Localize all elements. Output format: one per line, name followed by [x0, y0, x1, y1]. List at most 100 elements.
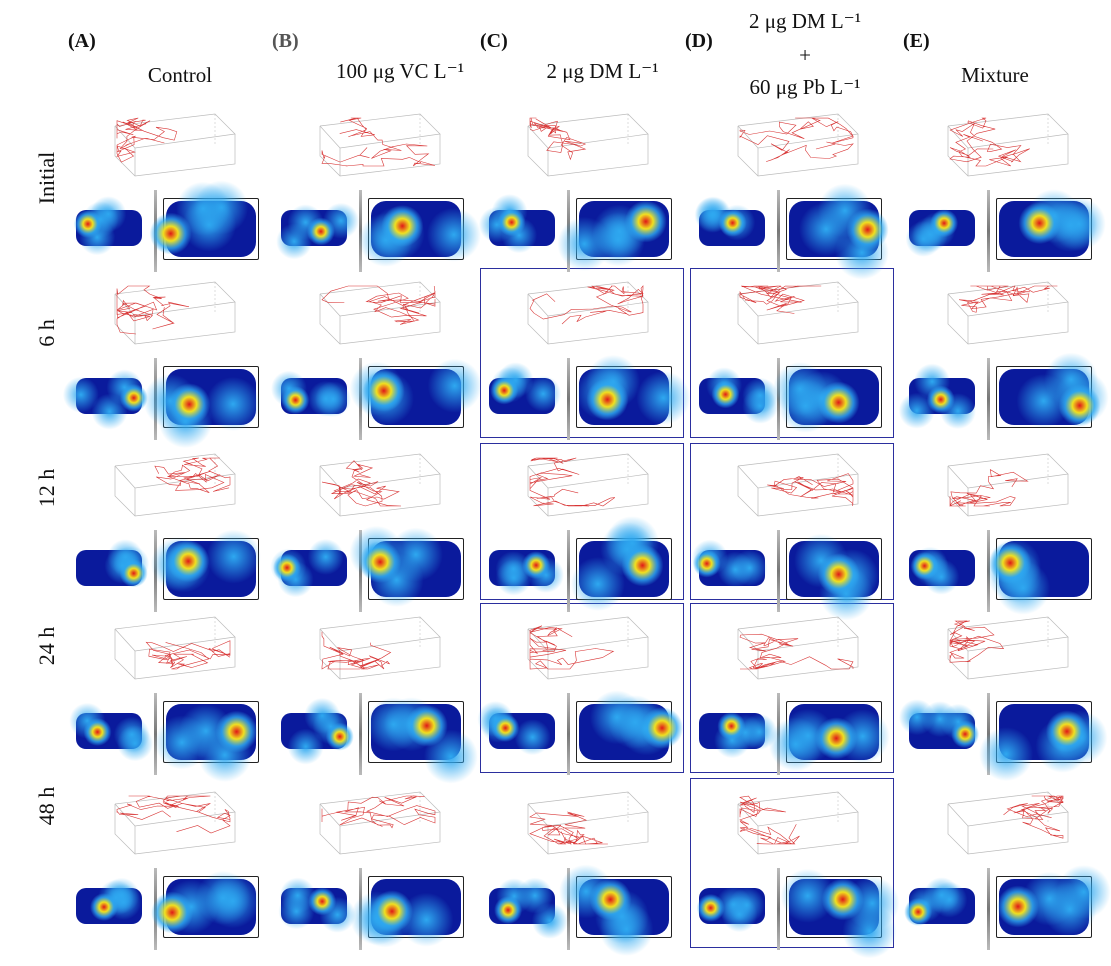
- top-view-heatmap: [358, 198, 481, 267]
- top-view-heatmap: [149, 180, 259, 260]
- top-view-heatmap: [570, 516, 672, 611]
- top-heatmap-shape: [987, 538, 1089, 615]
- axis-divider: [567, 693, 570, 775]
- top-heatmap-shape: [999, 352, 1109, 428]
- panel-dmpb-initial: [693, 100, 898, 280]
- top-heatmap-shape: [349, 525, 461, 607]
- panel-dmpb-24h: [693, 603, 898, 775]
- top-view-heatmap: [780, 868, 900, 959]
- top-heatmap-shape: [358, 201, 481, 267]
- top-heatmap-shape: [999, 189, 1106, 257]
- top-heatmap-shape: [997, 865, 1111, 937]
- top-view-heatmap: [786, 183, 889, 280]
- top-view-heatmap: [349, 358, 482, 428]
- top-heatmap-shape: [559, 864, 669, 956]
- panel-dm-24h: [477, 603, 688, 775]
- side-heatmap-shape: [699, 367, 779, 424]
- side-heatmap-shape: [478, 194, 555, 254]
- top-heatmap-shape: [570, 516, 669, 611]
- side-view-heatmap: [278, 877, 356, 936]
- trajectory-3d-plot: [319, 453, 441, 517]
- row-label-6h: 6 h: [34, 319, 59, 347]
- panel-dmpb-48h: [693, 778, 900, 959]
- side-view-heatmap: [487, 540, 564, 598]
- side-heatmap-shape: [691, 539, 768, 588]
- top-view-heatmap: [576, 354, 691, 428]
- column-title-vc: 100 μg VC L⁻¹: [335, 59, 464, 83]
- side-heatmap-shape: [489, 550, 564, 596]
- side-view-heatmap: [694, 196, 769, 258]
- panel-mixture-48h: [903, 778, 1111, 950]
- trajectory-3d-plot: [947, 453, 1069, 517]
- panel-dm-6h: [483, 268, 691, 440]
- side-view-heatmap: [905, 200, 979, 258]
- top-view-heatmap: [154, 701, 259, 782]
- side-view-heatmap: [904, 877, 979, 936]
- panel-mixture-24h: [899, 603, 1108, 782]
- side-heatmap-shape: [271, 370, 351, 418]
- trajectory-3d-plot: [319, 616, 441, 680]
- side-view-heatmap: [62, 368, 148, 430]
- trajectory-3d-plot: [737, 113, 859, 177]
- axis-divider: [567, 358, 570, 440]
- panel-vc-12h: [270, 440, 480, 612]
- top-heatmap-shape: [149, 180, 256, 257]
- column-title-dm-pb-line3: 60 μg Pb L⁻¹: [749, 75, 861, 99]
- trajectory-3d-plot: [527, 616, 649, 680]
- side-view-heatmap: [899, 699, 980, 761]
- highlight-box-dmpb-6h: [690, 268, 894, 438]
- top-heatmap-shape: [768, 704, 890, 772]
- side-heatmap-shape: [898, 363, 976, 430]
- top-view-heatmap: [559, 864, 672, 956]
- panel-dm-12h: [483, 440, 688, 612]
- trajectory-3d-plot: [737, 791, 859, 855]
- panel-control-24h: [69, 603, 275, 782]
- panel-control-6h: [62, 268, 275, 449]
- trajectory-3d-plot: [947, 616, 1069, 680]
- axis-divider: [987, 190, 990, 272]
- top-view-heatmap: [996, 865, 1111, 938]
- panel-control-48h: [70, 778, 275, 950]
- side-view-heatmap: [271, 368, 351, 426]
- top-heatmap-shape: [154, 704, 258, 782]
- axis-divider: [987, 868, 990, 950]
- top-heatmap-shape: [576, 354, 691, 425]
- top-view-heatmap: [349, 525, 464, 607]
- axis-divider: [359, 693, 362, 775]
- axis-divider: [777, 868, 780, 950]
- column-title-dm: 2 μg DM L⁻¹: [546, 59, 659, 83]
- panel-dmpb-12h: [691, 440, 898, 621]
- panel-vc-initial: [275, 100, 481, 272]
- panel-mixture-initial: [903, 100, 1108, 272]
- side-heatmap-shape: [62, 369, 148, 430]
- trajectory-3d-plot: [114, 281, 236, 345]
- side-view-heatmap: [73, 196, 146, 258]
- trajectory-3d-plot: [947, 281, 1069, 345]
- side-heatmap-shape: [489, 877, 568, 939]
- top-view-heatmap: [786, 533, 882, 621]
- column-title-dm-pb-line1: 2 μg DM L⁻¹: [748, 9, 862, 33]
- side-view-heatmap: [478, 194, 559, 258]
- column-letter-a: (A): [68, 30, 96, 52]
- side-heatmap-shape: [699, 712, 778, 759]
- side-view-heatmap: [487, 877, 568, 939]
- side-view-heatmap: [691, 539, 769, 598]
- top-view-heatmap: [996, 352, 1109, 428]
- top-view-heatmap: [366, 697, 478, 784]
- top-view-heatmap: [996, 189, 1106, 260]
- panel-mixture-12h: [903, 440, 1108, 615]
- top-heatmap-shape: [773, 362, 879, 433]
- side-heatmap-shape: [489, 362, 562, 414]
- panel-vc-24h: [275, 603, 480, 784]
- panel-mixture-6h: [898, 268, 1109, 440]
- top-heatmap-shape: [780, 868, 900, 959]
- column-letter-c: (C): [480, 30, 508, 52]
- side-view-heatmap: [276, 200, 359, 260]
- trajectory-3d-plot: [114, 453, 236, 517]
- top-heatmap-shape: [557, 200, 669, 271]
- top-heatmap-shape: [349, 358, 482, 426]
- side-heatmap-shape: [76, 539, 150, 588]
- panel-control-12h: [70, 440, 275, 612]
- side-heatmap-shape: [73, 196, 142, 256]
- side-view-heatmap: [697, 367, 779, 426]
